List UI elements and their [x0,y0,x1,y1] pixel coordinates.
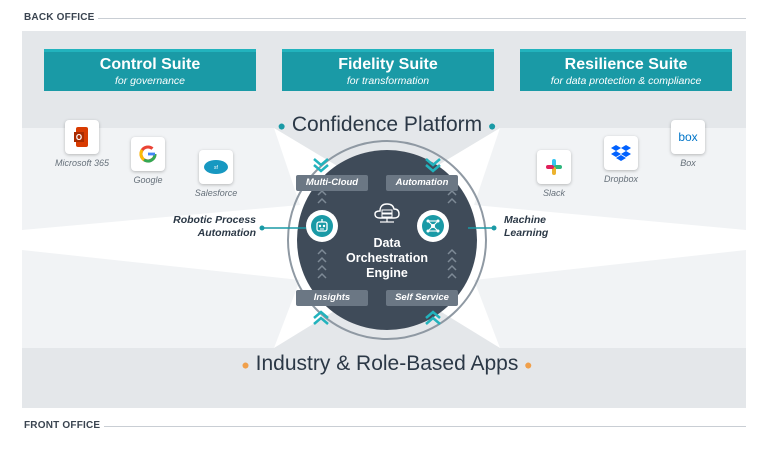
fidelity-suite-title: Fidelity Suite [338,56,438,73]
dropbox-label: Dropbox [603,174,639,184]
front-office-divider [104,426,746,427]
rpa-label: Robotic Process Automation [160,214,256,240]
box-label: Box [680,158,696,168]
microsoft-365-label: Microsoft 365 [54,158,110,168]
app-salesforce: sf Salesforce [186,150,246,198]
platform-heading: ● Confidence Platform ● [0,113,774,137]
box-icon: box [671,120,705,154]
ml-label-line1: Machine [504,214,547,226]
svg-text:box: box [678,130,697,144]
ml-label-line2: Learning [504,227,549,239]
engine-label: Data Orchestration Engine [330,236,444,281]
ml-label: Machine Learning [504,214,584,240]
apps-heading: ● Industry & Role-Based Apps ● [0,352,774,376]
pill-multi-cloud: Multi-Cloud [296,175,368,191]
microsoft-365-icon: O [65,120,99,154]
app-microsoft-365: O Microsoft 365 [52,120,112,168]
pill-self-service: Self Service [386,290,458,306]
rpa-label-line1: Robotic Process [173,214,256,226]
salesforce-label: Salesforce [194,188,238,198]
apps-dot-left: ● [241,356,250,373]
front-office-label: FRONT OFFICE [24,420,101,431]
app-slack: Slack [524,150,584,198]
fidelity-suite-subtitle: for transformation [346,75,430,87]
platform-dot-left: ● [277,117,287,134]
control-suite-title: Control Suite [99,56,201,73]
robot-icon [316,219,328,232]
svg-text:O: O [76,133,82,142]
back-office-label: BACK OFFICE [24,12,95,23]
network-nodes-icon [426,219,440,233]
engine-label-line1: Data [373,236,401,250]
orchestration-engine-graphic [259,140,497,340]
google-label: Google [133,175,163,185]
google-icon [131,137,165,171]
pill-insights: Insights [296,290,368,306]
slack-label: Slack [542,188,565,198]
apps-title: Industry & Role-Based Apps [255,352,519,375]
rpa-label-line2: Automation [197,227,256,239]
svg-text:sf: sf [214,165,219,171]
dropbox-icon [604,136,638,170]
resilience-suite-box: Resilience Suite for data protection & c… [520,49,732,91]
engine-label-line3: Engine [366,266,408,280]
platform-title: Confidence Platform [291,113,483,136]
control-suite-subtitle: for governance [114,75,186,87]
resilience-suite-subtitle: for data protection & compliance [550,75,702,87]
app-dropbox: Dropbox [591,136,651,184]
resilience-suite-title: Resilience Suite [564,56,688,73]
salesforce-icon: sf [199,150,233,184]
platform-dot-right: ● [487,117,497,134]
slack-icon [537,150,571,184]
control-suite-box: Control Suite for governance [44,49,256,91]
back-office-divider [98,18,746,19]
app-box: box Box [658,120,718,168]
pill-automation: Automation [386,175,458,191]
engine-label-line2: Orchestration [346,251,428,265]
data-stack-cloud-icon [374,203,400,223]
app-google: Google [118,137,178,185]
apps-dot-right: ● [524,356,533,373]
fidelity-suite-box: Fidelity Suite for transformation [282,49,494,91]
